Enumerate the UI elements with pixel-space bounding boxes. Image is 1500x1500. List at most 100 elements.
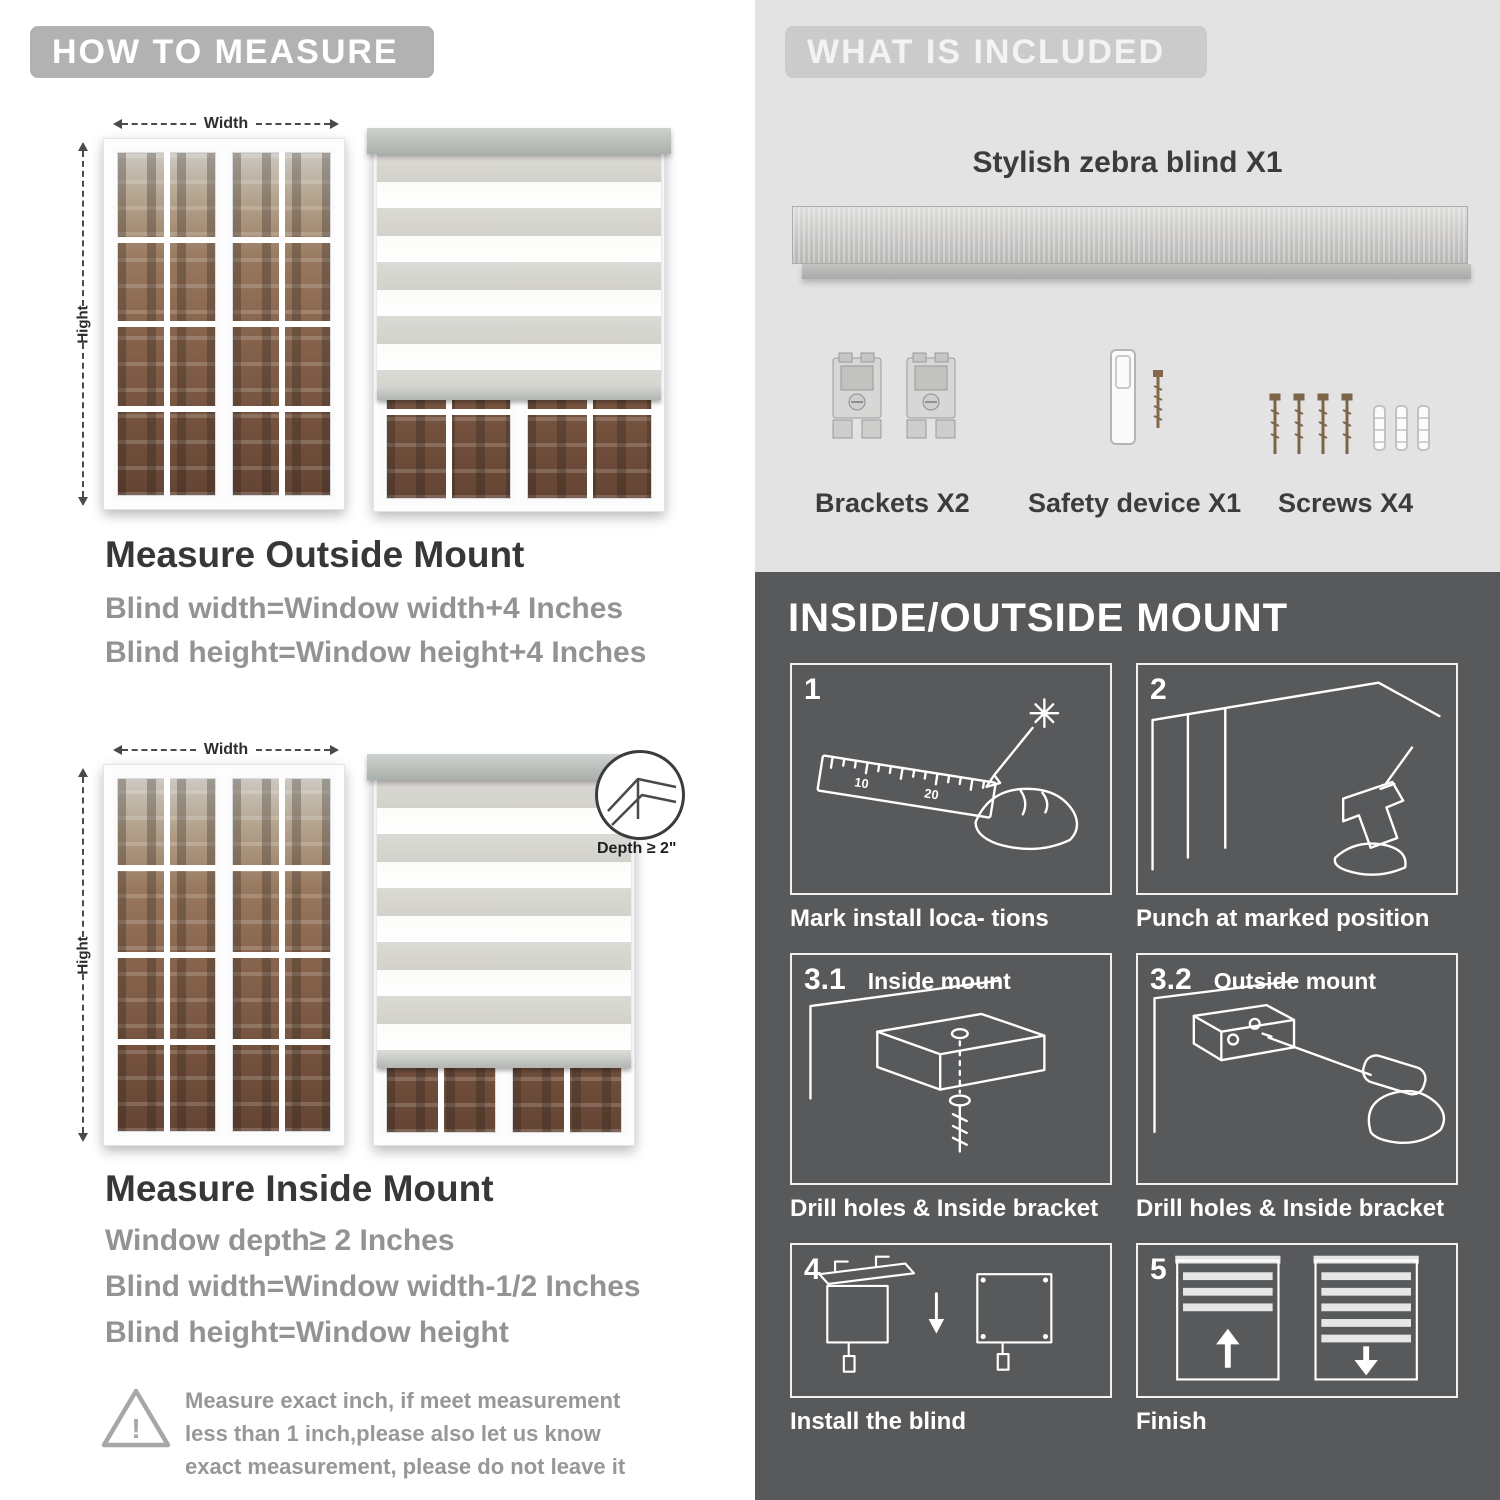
step-number: 3.1	[804, 963, 846, 996]
what-is-included-panel	[755, 0, 1500, 572]
zebra-shade-stripes	[377, 780, 631, 1054]
inside-outside-mount-panel	[755, 572, 1500, 1500]
step-panel-1: 1 10 20	[790, 663, 1112, 895]
blind-cassette	[367, 128, 671, 154]
dashed-line	[82, 777, 84, 937]
step-caption-3-2: Drill holes & Inside bracket	[1136, 1195, 1445, 1222]
zebra-blind-headrail-illustration	[792, 206, 1471, 279]
blind-bottom-rail	[377, 386, 661, 400]
arrow-up-icon	[78, 142, 88, 151]
step-panel-3-1: 3.1 Inside mount	[790, 953, 1112, 1185]
dashed-line	[122, 123, 196, 125]
window-sash	[228, 148, 335, 500]
step-caption-1: Mark install loca- tions	[790, 905, 1049, 932]
arrow-up-icon	[78, 768, 88, 777]
ruler-number: 20	[923, 785, 939, 802]
inside-bracket-illustration	[809, 979, 1046, 1153]
inside-outside-mount-title: INSIDE/OUTSIDE MOUNT	[788, 596, 1289, 640]
zebra-blind-on-window-illustration	[367, 754, 641, 1146]
arrow-down-icon	[78, 497, 88, 506]
dashed-line	[256, 123, 330, 125]
bracket-icon	[906, 352, 956, 439]
how-to-measure-panel: HOW TO MEASURE Width Hight	[0, 0, 720, 1500]
mark-locations-illustration: 10 20	[816, 698, 1079, 851]
step-panel-4: 4	[790, 1243, 1112, 1398]
width-label: Width	[203, 741, 249, 758]
window-sash	[113, 774, 220, 1136]
depth-detail-magnifier	[595, 750, 685, 840]
width-measure-arrow: Width	[113, 115, 339, 132]
inside-mount-line-3: Blind height=Window height	[105, 1316, 509, 1349]
safety-device-illustration	[1095, 346, 1187, 455]
exclamation-mark: !	[131, 1413, 140, 1444]
height-measure-arrow: Hight	[74, 142, 92, 506]
safety-device-label: Safety device X1	[1028, 488, 1242, 518]
step-sub-label: Outside mount	[1213, 968, 1376, 994]
dashed-line	[256, 749, 330, 751]
inside-mount-line-1: Window depth≥ 2 Inches	[105, 1224, 455, 1257]
step-panel-5: 5	[1136, 1243, 1458, 1398]
step-panel-2: 2	[1136, 663, 1458, 895]
inside-mount-line-2: Blind width=Window width-1/2 Inches	[105, 1270, 641, 1303]
bracket-icon	[832, 352, 882, 439]
height-label: Hight	[74, 304, 92, 344]
zebra-blind-label: Stylish zebra blind X1	[972, 146, 1283, 179]
arrow-right-icon	[330, 119, 339, 129]
screws-label: Screws X4	[1278, 488, 1414, 518]
blind-bottom-rail	[377, 1054, 631, 1068]
window-photo-illustration	[103, 764, 345, 1146]
screws-icon	[1269, 393, 1430, 454]
brackets-label: Brackets X2	[815, 488, 970, 518]
warning-icon: !	[100, 1384, 172, 1457]
step-caption-3-1: Drill holes & Inside bracket	[790, 1195, 1099, 1222]
ruler-number: 10	[853, 774, 869, 791]
inside-mount-title: Measure Inside Mount	[105, 1168, 494, 1209]
headrail-bar	[792, 206, 1468, 264]
headrail-lip	[802, 264, 1471, 279]
how-to-measure-title: HOW TO MEASURE	[52, 32, 399, 71]
arrow-left-icon	[113, 119, 122, 129]
blind-cassette	[367, 754, 641, 780]
step-number: 4	[804, 1253, 821, 1286]
dashed-line	[82, 151, 84, 306]
window-sash	[228, 774, 335, 1136]
outside-mount-title: Measure Outside Mount	[105, 534, 525, 575]
step-caption-4: Install the blind	[790, 1408, 967, 1435]
step-caption-2: Punch at marked position	[1136, 905, 1430, 932]
dashed-line	[122, 749, 196, 751]
outside-mount-line-1: Blind width=Window width+4 Inches	[105, 592, 624, 625]
safety-device-icon	[1110, 349, 1163, 445]
what-is-included-banner: WHAT IS INCLUDED	[785, 26, 1207, 78]
depth-label: Depth ≥ 2"	[597, 840, 677, 857]
arrow-left-icon	[113, 745, 122, 755]
outside-bracket-illustration	[1153, 979, 1446, 1145]
height-measure-arrow: Hight	[74, 768, 92, 1142]
step-number: 2	[1150, 673, 1167, 706]
height-label: Hight	[74, 935, 92, 975]
finish-illustration	[1175, 1255, 1419, 1381]
step-number: 3.2	[1150, 963, 1192, 996]
what-is-included-title: WHAT IS INCLUDED	[807, 32, 1166, 71]
install-blind-illustration	[818, 1255, 1053, 1373]
width-label: Width	[203, 115, 249, 132]
step-panel-3-2: 3.2 Outside mount	[1136, 953, 1458, 1185]
zebra-shade-stripes	[377, 154, 661, 386]
window-corner-depth-icon	[607, 777, 677, 826]
step-number: 1	[804, 673, 821, 706]
dashed-line	[82, 973, 84, 1133]
step-caption-5: Finish	[1136, 1408, 1207, 1435]
arrow-down-icon	[78, 1133, 88, 1142]
window-sash	[113, 148, 220, 500]
step-sub-label: Inside mount	[867, 968, 1011, 994]
drill-illustration	[1151, 681, 1441, 876]
outside-mount-line-2: Blind height=Window height+4 Inches	[105, 636, 647, 669]
width-measure-arrow: Width	[113, 741, 339, 758]
warning-text: Measure exact inch, if meet measurement …	[185, 1388, 626, 1479]
screws-illustration	[1262, 392, 1442, 473]
zebra-blind-on-window-illustration	[367, 128, 671, 512]
arrow-right-icon	[330, 745, 339, 755]
window-photo-illustration	[103, 138, 345, 510]
brackets-illustration	[828, 352, 960, 444]
dashed-line	[82, 342, 84, 497]
